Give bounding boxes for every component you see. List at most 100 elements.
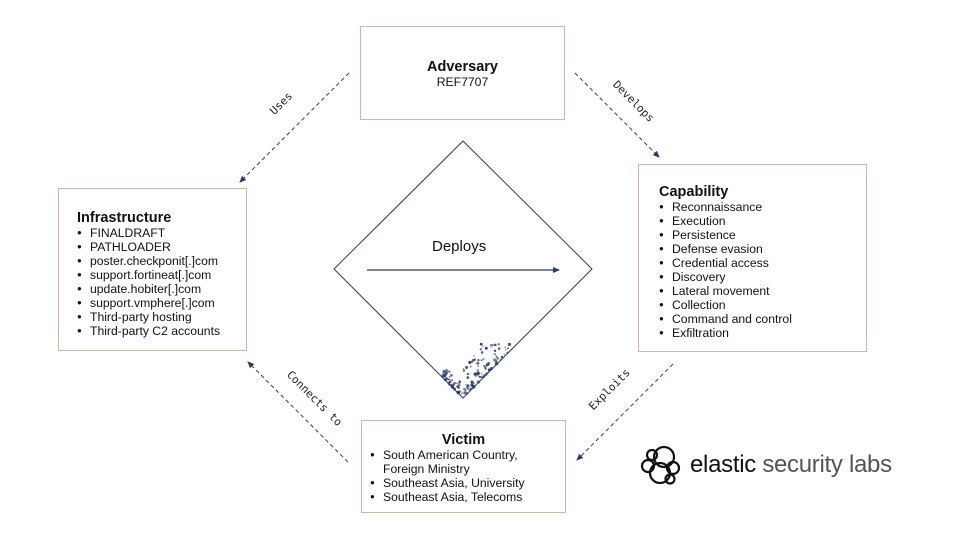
scatter-dot [484,346,488,350]
scatter-dot [458,382,460,384]
scatter-dot [507,347,510,350]
list-item: Collection [659,298,792,312]
scatter-dot [476,371,480,375]
scatter-dot [457,386,461,390]
scatter-dot [484,367,487,370]
scatter-dot [479,348,483,351]
list-item: Lateral movement [659,284,792,298]
scatter-dot [476,369,480,372]
scatter-dot [453,384,456,386]
scatter-dot [481,375,484,379]
scatter-dot [468,387,472,391]
scatter-dot [466,372,470,376]
exploits-arrow [576,363,674,461]
scatter-dot [497,347,501,350]
connects-to-arrow [247,361,349,463]
list-item: Command and control [659,312,792,326]
logo-word-security-labs: security labs [762,451,892,478]
develops-arrow [574,72,660,158]
scatter-dot [474,374,477,378]
scatter-dot [469,389,471,392]
scatter-dot [450,378,454,382]
list-item: Execution [659,214,792,228]
scatter-dot [448,383,451,386]
scatter-dot [469,365,472,368]
infrastructure-box: Infrastructure FINALDRAFT PATHLOADER pos… [58,188,247,351]
scatter-dot [461,391,464,394]
list-item: support.fortineat[.]com [77,268,220,282]
scatter-dot [482,345,484,347]
scatter-dot [477,358,480,362]
diamond-shape [333,140,593,399]
list-item: Persistence [659,228,792,242]
adversary-name: REF7707 [436,75,489,89]
scatter-dot [463,389,467,393]
scatter-dot [463,387,466,391]
victim-title: Victim [441,432,486,448]
adversary-title: Adversary [427,59,498,75]
scatter-dot [480,359,483,362]
deploys-label: Deploys [432,238,487,255]
scatter-dot [462,369,466,372]
scatter-dot [453,387,456,391]
list-item: South American Country, Foreign Ministry [370,448,540,476]
scatter-dot [447,381,449,384]
scatter-dot [461,393,463,395]
scatter-dot [473,355,475,357]
scatter-dot [494,343,497,347]
scatter-dot [467,388,470,391]
list-item: Exfiltration [659,326,792,340]
scatter-dot [470,380,474,384]
scatter-dot [490,346,492,348]
infrastructure-title: Infrastructure [77,210,172,226]
scatter-dot [472,382,475,385]
scatter-dot [466,384,470,388]
scatter-dot [488,371,490,373]
scatter-dot [449,381,452,383]
scatter-dot [445,377,448,379]
victim-list: South American Country, Foreign Ministry… [370,448,540,504]
list-item: support.vmphere[.]com [77,296,220,310]
scatter-dot [446,372,448,375]
scatter-dot [466,376,470,379]
scatter-dot [478,375,480,377]
scatter-dot [493,349,497,353]
logo-word-elastic: elastic [690,451,756,478]
scatter-dot [491,343,494,347]
scatter-dot [456,384,459,387]
capability-title: Capability [659,184,729,200]
scatter-dot [454,381,457,384]
scatter-dot [448,376,451,378]
logo-text: elastic security labs [690,451,892,479]
list-item: FINALDRAFT [77,226,220,240]
scatter-dot [442,372,445,374]
scatter-dot [485,363,490,367]
scatter-dot [474,358,476,360]
scatter-dot [480,372,483,375]
victim-box: Victim South American Country, Foreign M… [361,420,566,513]
scatter-dot [476,380,481,384]
scatter-dot [506,351,509,354]
list-item: poster.checkponit[.]com [77,254,220,268]
scatter-dot [450,373,453,377]
scatter-dot [482,357,485,361]
scatter-dot [495,360,498,363]
scatter-dot [473,372,477,376]
scatter-dot [450,384,453,387]
scatter-dot [462,367,465,370]
scatter-dot [458,379,461,382]
scatter-dot [510,348,513,351]
scatter-dot [456,390,460,395]
scatter-dot [493,352,497,356]
scatter-dot [466,386,468,389]
list-item: Southeast Asia, University [370,476,540,490]
scatter-dot [485,371,489,375]
scatter-dot [459,390,462,392]
scatter-dot [505,349,507,351]
uses-arrow [239,72,350,183]
scatter-dot [465,366,469,369]
scatter-dot [477,365,479,367]
scatter-dot [471,358,475,362]
list-item: Reconnaissance [659,200,792,214]
list-item: update.hobiter[.]com [77,282,220,296]
